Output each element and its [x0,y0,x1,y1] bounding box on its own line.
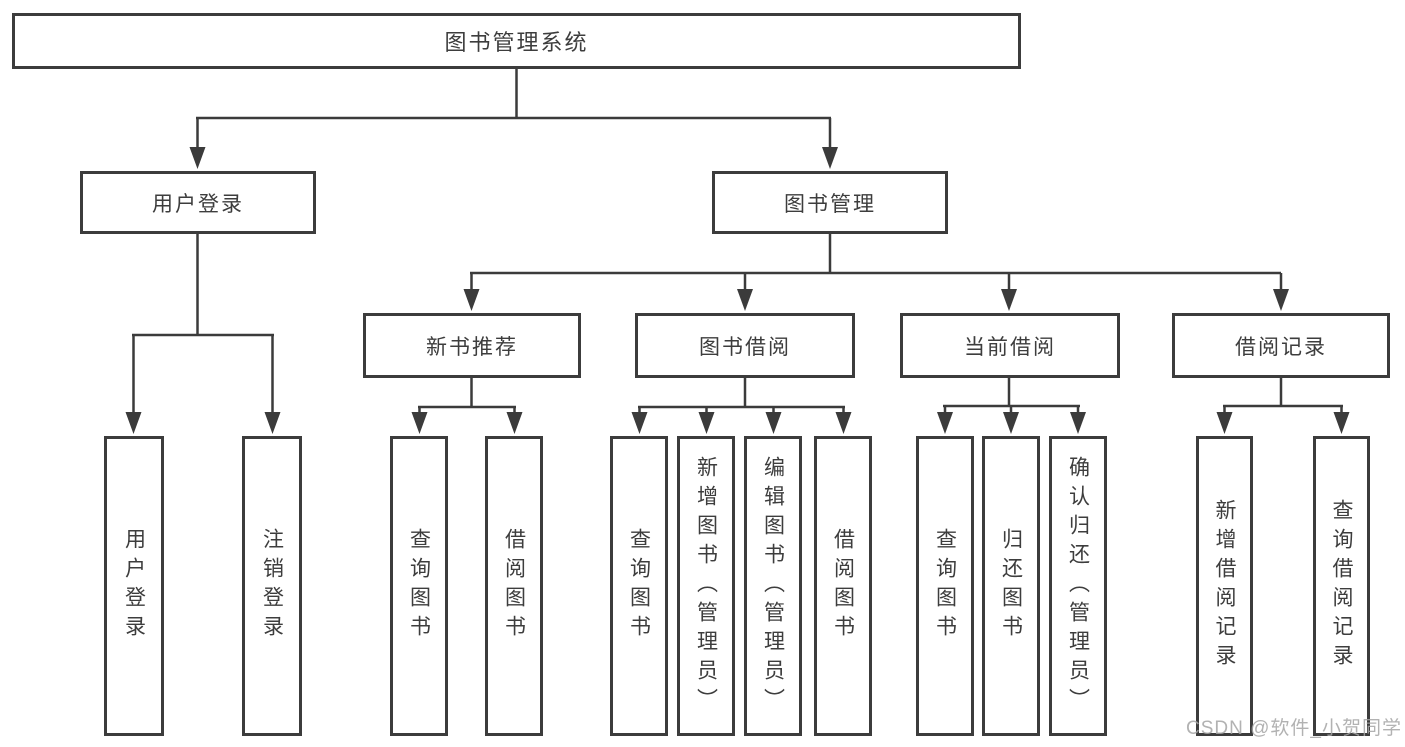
node-borrowing-records: 借阅记录 [1172,313,1390,378]
node-label: 查询图书 [407,528,431,644]
node-label: 图书借阅 [699,335,791,359]
node-label: 新增借阅记录 [1213,499,1236,673]
connector-userlogin-to-leaves [125,234,281,434]
leaf-query-books-3: 查询图书 [916,436,974,736]
leaf-query-books-1: 查询图书 [390,436,448,736]
leaf-logout: 注销登录 [242,436,302,736]
node-label: 查询图书 [627,528,651,644]
leaf-query-borrow-record: 查询借阅记录 [1313,436,1370,736]
leaf-query-books-2: 查询图书 [610,436,668,736]
node-label: 归还图书 [999,528,1023,644]
node-label: 用户登录 [122,528,146,644]
node-label: 借阅图书 [502,528,526,644]
node-label: 借阅记录 [1235,335,1327,359]
node-library-management-system: 图书管理系统 [12,13,1021,69]
node-user-login: 用户登录 [80,171,316,234]
connector-bookmgmt-to-level3 [463,234,1289,311]
node-label: 查询图书 [933,528,957,644]
leaf-add-books-admin: 新增图书（管理员） [677,436,735,736]
node-label: 查询借阅记录 [1330,499,1353,673]
leaf-borrow-books-1: 借阅图书 [485,436,543,736]
leaf-return-books: 归还图书 [982,436,1040,736]
node-label: 新增图书（管理员） [694,455,718,717]
connector-borrowrecord-to-leaves [1216,378,1350,434]
node-label: 用户登录 [152,192,244,216]
node-label: 图书管理 [784,192,876,216]
node-label: 编辑图书（管理员） [761,455,785,717]
node-new-book-recommendation: 新书推荐 [363,313,581,378]
node-label: 注销登录 [260,528,284,644]
leaf-confirm-return-admin: 确认归还（管理员） [1049,436,1107,736]
node-book-management: 图书管理 [712,171,948,234]
node-book-borrowing: 图书借阅 [635,313,855,378]
connector-currentborrow-to-leaves [937,378,1086,434]
node-current-borrowing: 当前借阅 [900,313,1120,378]
node-label: 图书管理系统 [444,30,589,55]
leaf-edit-books-admin: 编辑图书（管理员） [744,436,802,736]
connector-bookborrow-to-leaves [631,378,852,434]
leaf-user-login: 用户登录 [104,436,164,736]
node-label: 确认归还（管理员） [1066,455,1090,717]
node-label: 借阅图书 [831,528,855,644]
connector-newbook-to-leaves [411,378,523,434]
connector-root-to-level2 [189,68,838,169]
leaf-add-borrow-record: 新增借阅记录 [1196,436,1253,736]
node-label: 当前借阅 [964,335,1056,359]
leaf-borrow-books-2: 借阅图书 [814,436,872,736]
node-label: 新书推荐 [426,335,518,359]
